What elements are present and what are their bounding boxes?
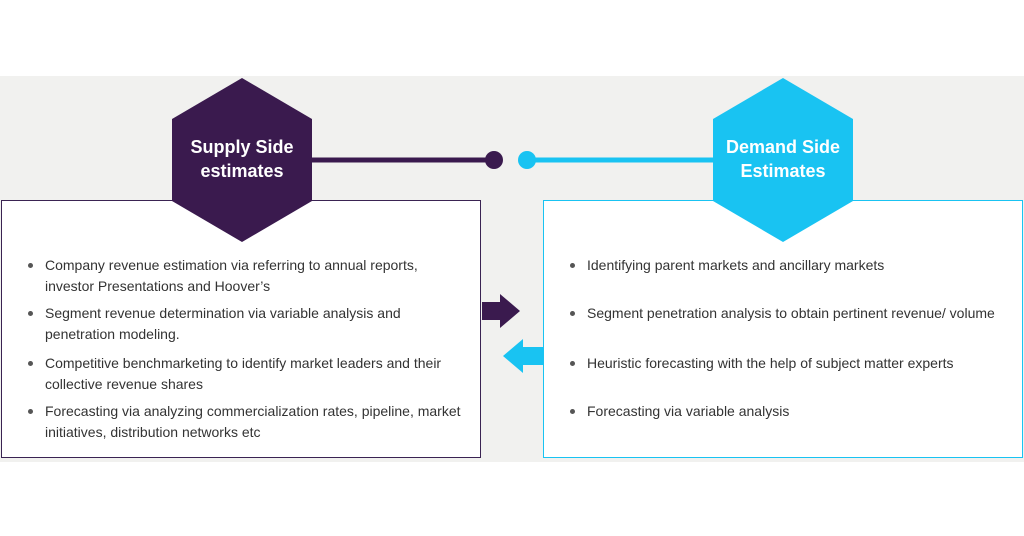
demand-hexagon: [713, 78, 853, 242]
arrow-right-icon: [482, 294, 520, 328]
arrow-left-icon: [503, 339, 543, 373]
supply-title-line1: Supply Side: [190, 137, 294, 157]
supply-connector-dot: [485, 151, 503, 169]
supply-side-title: Supply Side estimates: [172, 135, 312, 183]
demand-connector-dot: [518, 151, 536, 169]
demand-bullet: Forecasting via variable analysis: [570, 401, 1004, 422]
supply-title-line2: estimates: [200, 161, 284, 181]
supply-side-box: Company revenue estimation via referring…: [1, 200, 481, 458]
supply-bullet: Company revenue estimation via referring…: [28, 255, 462, 297]
supply-bullet: Forecasting via analyzing commercializat…: [28, 401, 462, 443]
demand-side-box: Identifying parent markets and ancillary…: [543, 200, 1023, 458]
demand-side-title: Demand Side Estimates: [713, 135, 853, 183]
supply-bullet: Competitive benchmarketing to identify m…: [28, 353, 462, 395]
demand-bullet: Segment penetration analysis to obtain p…: [570, 303, 1004, 324]
supply-hexagon: [172, 78, 312, 242]
demand-title-line2: Estimates: [740, 161, 826, 181]
demand-bullet: Identifying parent markets and ancillary…: [570, 255, 1004, 276]
demand-bullet: Heuristic forecasting with the help of s…: [570, 353, 1004, 374]
demand-title-line1: Demand Side: [725, 137, 841, 157]
supply-bullet: Segment revenue determination via variab…: [28, 303, 462, 345]
